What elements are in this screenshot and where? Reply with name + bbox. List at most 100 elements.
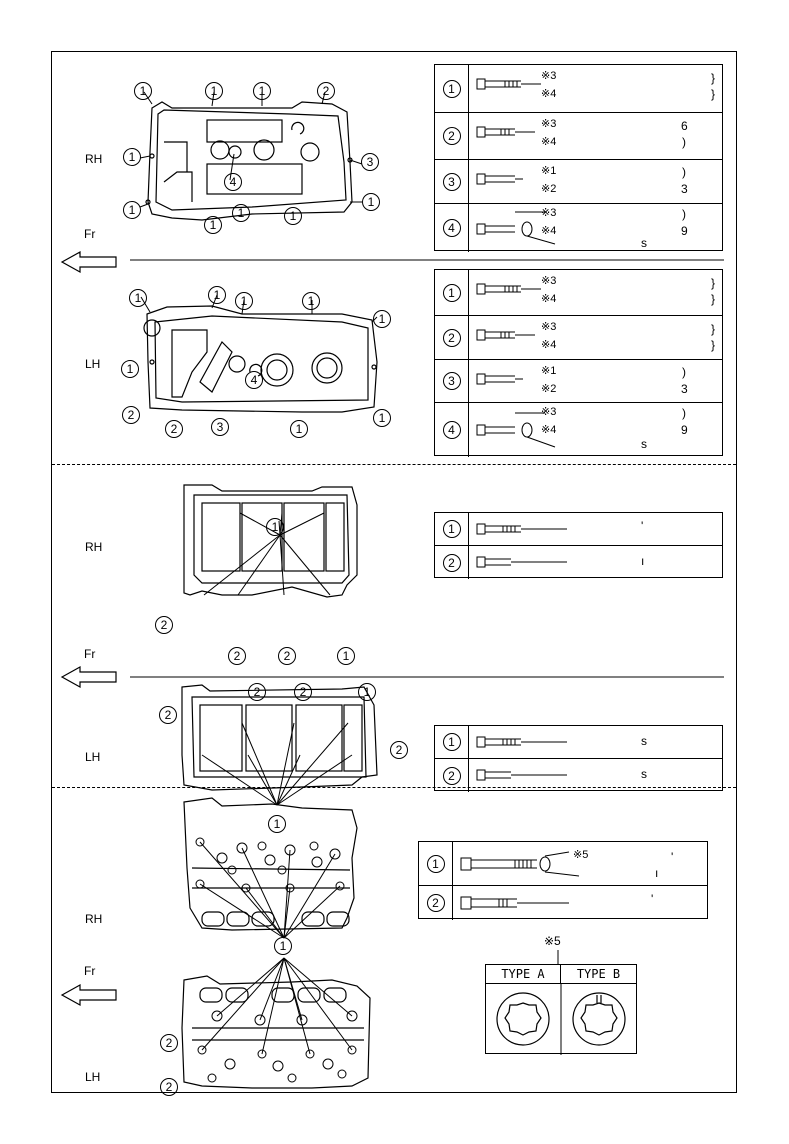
- diagram-frame: 1 1 1 2 1 4 3 1 1 1 1 1 RH Fr 1 1 1 1 1 …: [51, 51, 737, 1096]
- washer-bolt-icon: [476, 412, 556, 448]
- rh-cam-housing-bolt-table: 1 ' 2 ı: [434, 512, 723, 579]
- value-fragment: 6: [681, 119, 688, 133]
- marker-1: 1: [442, 79, 461, 98]
- note-3: ※3: [541, 321, 557, 333]
- note-3: ※3: [541, 207, 557, 219]
- bolt-icon: [476, 126, 535, 138]
- value-fragment: ): [682, 165, 686, 179]
- arrow-left-icon: [60, 983, 117, 1007]
- note-4: ※4: [541, 293, 557, 305]
- marker-1: 1: [253, 82, 271, 100]
- value-fragment: ): [682, 365, 686, 379]
- value-fragment: s: [641, 767, 647, 781]
- note-4: ※4: [541, 136, 557, 148]
- marker-3: 3: [361, 153, 379, 171]
- rh-cylinder-head-outline: [183, 797, 358, 931]
- table-row: 1 s: [435, 726, 722, 759]
- marker-1: 1: [123, 201, 141, 219]
- value-fragment: }: [711, 292, 716, 306]
- bolt-icon: [476, 283, 541, 295]
- note-leader: [557, 950, 559, 964]
- washer-bolt-icon: [476, 211, 556, 245]
- marker-1: 1: [268, 815, 286, 833]
- table-row: 1 ※5 ' ı: [419, 842, 707, 886]
- table-row: 2 ': [419, 886, 707, 920]
- table-row: 1 ': [435, 513, 722, 546]
- marker-1: 1: [284, 207, 302, 225]
- bolt-icon: [476, 769, 567, 781]
- value-fragment: ): [682, 406, 686, 420]
- section-divider: [52, 787, 736, 788]
- note-4: ※4: [541, 225, 557, 237]
- side-label-lh: LH: [85, 1070, 101, 1084]
- marker-1: 1: [442, 520, 461, 538]
- cam-housing-drawings: [60, 484, 724, 806]
- lh-cylinder-head-outline: [181, 975, 371, 1089]
- marker-2: 2: [160, 1078, 178, 1096]
- note-2: ※2: [541, 383, 557, 395]
- side-label-rh: RH: [85, 152, 103, 166]
- marker-4: 4: [442, 219, 461, 237]
- marker-2: 2: [426, 894, 445, 912]
- note-3: ※3: [541, 275, 557, 287]
- side-label-rh: RH: [85, 540, 103, 554]
- marker-1: 1: [123, 148, 141, 166]
- marker-2: 2: [248, 683, 266, 701]
- section-cam-housing: 1 2 2 2 1 RH Fr 2 2 1 2 2 1 LH 1 ' 2 ı: [52, 465, 736, 833]
- table-row: 4 ※3 ※4 ) 9 s: [435, 204, 722, 252]
- marker-1: 1: [290, 420, 308, 438]
- direction-label: Fr: [84, 647, 96, 661]
- note-4: ※4: [541, 424, 557, 436]
- note-5: ※5: [573, 849, 589, 861]
- note-3: ※3: [541, 406, 557, 418]
- rh-head-cover-outline: [145, 101, 353, 221]
- bolt-icon: [476, 78, 541, 90]
- marker-4: 4: [245, 371, 263, 389]
- side-label-lh: LH: [85, 750, 101, 764]
- note-2: ※2: [541, 183, 557, 195]
- table-row: 3 ※1 ※2 ) 3: [435, 160, 722, 204]
- table-row: 2 ı: [435, 546, 722, 579]
- marker-1: 1: [362, 193, 380, 211]
- value-fragment: }: [711, 71, 716, 85]
- value-fragment: s: [641, 437, 647, 451]
- note-5: ※5: [544, 934, 561, 948]
- marker-2: 2: [442, 328, 461, 347]
- marker-1: 1: [129, 289, 147, 307]
- value-fragment: ': [641, 519, 644, 533]
- marker-1: 1: [274, 937, 292, 955]
- marker-2: 2: [165, 420, 183, 438]
- bolt-icon: [476, 373, 523, 385]
- bolt-icon: [476, 736, 567, 748]
- section-cylinder-head: 1 2 2 RH Fr LH 1 ※5 ' ı 2 ' ※5 TYPE A: [52, 788, 736, 1096]
- lh-head-bolt-holes: [197, 1010, 358, 1083]
- marker-2: 2: [278, 647, 296, 665]
- value-fragment: s: [641, 734, 647, 748]
- bolt-icon: [476, 523, 567, 535]
- marker-3: 3: [211, 418, 229, 436]
- cylinder-head-bolt-table: 1 ※5 ' ı 2 ': [418, 841, 708, 920]
- socket-type-box: TYPE A TYPE B: [485, 964, 637, 1055]
- marker-1: 1: [121, 360, 139, 378]
- marker-1: 1: [373, 310, 391, 328]
- value-fragment: ': [671, 850, 674, 864]
- socket-type-icons: [496, 984, 626, 1055]
- marker-2: 2: [442, 553, 461, 572]
- value-fragment: }: [711, 87, 716, 101]
- section-head-cover: 1 1 1 2 1 4 3 1 1 1 1 1 RH Fr 1 1 1 1 1 …: [52, 52, 736, 464]
- type-b-label: TYPE B: [561, 965, 636, 984]
- cylinder-head-drawings: [60, 797, 371, 1089]
- value-fragment: 9: [681, 224, 688, 238]
- bolt-icon: [476, 329, 535, 341]
- note-3: ※3: [541, 70, 557, 82]
- note-3: ※3: [541, 118, 557, 130]
- table-row: 2 ※3 ※4 } }: [435, 316, 722, 360]
- lh-head-cover-outline: [143, 305, 378, 413]
- lh-cam-housing-outline: [181, 684, 378, 791]
- value-fragment: ı: [655, 866, 659, 880]
- marker-1: 1: [426, 854, 445, 873]
- note-4: ※4: [541, 339, 557, 351]
- marker-3: 3: [442, 172, 461, 191]
- note-1: ※1: [541, 165, 557, 177]
- value-fragment: ): [682, 135, 686, 149]
